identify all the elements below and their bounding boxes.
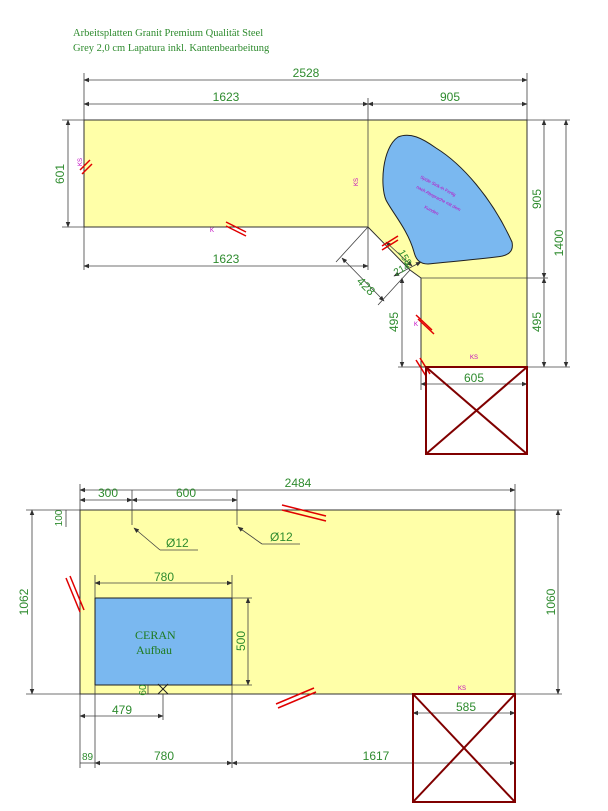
ext-diag-1	[335, 226, 369, 263]
hole-label-1: Ø12	[166, 536, 189, 550]
dim-1060: 1060	[544, 588, 558, 615]
cooktop-cutout	[94, 597, 233, 686]
dim-780-bottom: 780	[154, 749, 174, 763]
dim-1623-top: 1623	[213, 90, 240, 104]
dim-601: 601	[53, 164, 67, 184]
dim-500: 500	[234, 631, 248, 651]
dim-line-428	[341, 257, 385, 302]
mark-ks-bottom: KS	[458, 686, 466, 692]
bottom-plan: CERAN Aufbau 2484 300 600 100 1062 1060	[17, 476, 562, 803]
dim-89: 89	[82, 752, 94, 763]
top-cabinet-box	[425, 366, 528, 455]
mark-k-2: K	[414, 322, 418, 328]
dim-479: 479	[112, 703, 132, 717]
dim-585: 585	[456, 700, 476, 714]
dim-905-top: 905	[440, 90, 460, 104]
dim-1062: 1062	[17, 588, 31, 615]
dim-428: 428	[354, 274, 378, 298]
dim-line-214	[393, 261, 422, 277]
dim-1617: 1617	[363, 749, 390, 763]
edge-markers-bottom	[65, 504, 327, 709]
dim-600: 600	[176, 486, 196, 500]
bottom-cabinet-box	[412, 693, 516, 803]
dim-2528: 2528	[293, 66, 320, 80]
dim-1623-bottom: 1623	[213, 252, 240, 266]
cooktop-label-1: CERAN	[135, 628, 176, 642]
dim-495-right: 495	[530, 312, 544, 332]
hole-label-2: Ø12	[270, 530, 293, 544]
sink-text-3: Kunden	[424, 204, 440, 216]
sink-cutout	[382, 134, 513, 265]
mark-ks-1: KS	[354, 178, 360, 186]
top-plan: Spüle Sink-in Fertig nach Absprache mit …	[53, 66, 570, 455]
cooktop-label-2: Aufbau	[136, 643, 172, 657]
title-line-1: Arbeitsplatten Granit Premium Qualität S…	[73, 28, 264, 39]
dim-100: 100	[54, 509, 65, 526]
dim-1400: 1400	[552, 229, 566, 256]
mark-k-1: K	[210, 228, 214, 234]
hole-leader-2	[237, 526, 263, 545]
dim-495-left: 495	[387, 312, 401, 332]
mark-ks-3: KS	[470, 355, 478, 361]
dim-605: 605	[464, 371, 484, 385]
mark-ks-2: KS	[78, 158, 84, 166]
hole-leader-1	[133, 527, 161, 551]
title-line-2: Grey 2,0 cm Lapatura inkl. Kantenbearbei…	[73, 43, 270, 54]
dim-300: 300	[98, 486, 118, 500]
dim-780-cook: 780	[154, 570, 174, 584]
dim-60: 60	[138, 684, 149, 696]
dim-905-right: 905	[530, 189, 544, 209]
cross-mark-2	[157, 683, 169, 695]
dim-2484: 2484	[285, 476, 312, 490]
